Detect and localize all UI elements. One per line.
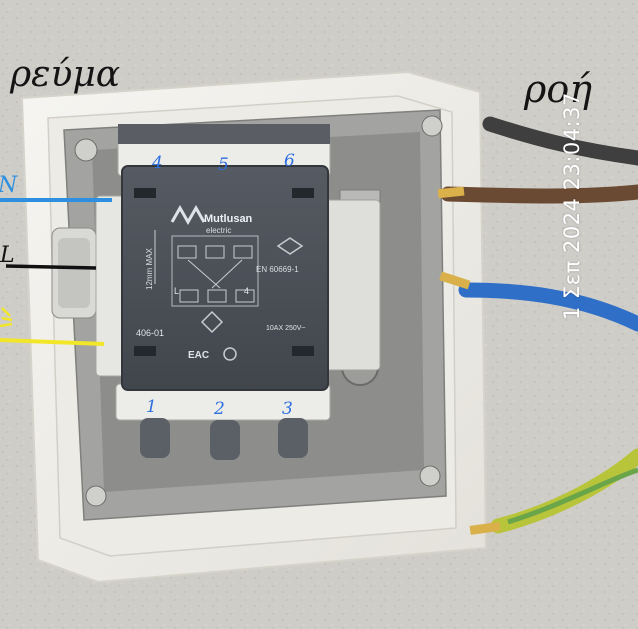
device-brand: Mutlusan bbox=[204, 213, 253, 225]
terminal-label-1: 1 bbox=[146, 397, 157, 417]
yellow-green-wire bbox=[469, 448, 638, 535]
terminal-label-2: 2 bbox=[213, 399, 225, 419]
device-standard: EN 60669-1 bbox=[256, 265, 299, 274]
terminal-label-3: 3 bbox=[282, 399, 293, 419]
annotation-n: N bbox=[0, 173, 18, 198]
diagram-label-4: 4 bbox=[244, 286, 249, 296]
device-certification: EAC bbox=[188, 350, 209, 361]
diagram-label-l: L bbox=[174, 286, 179, 296]
annotation-current: ρεύμα bbox=[9, 54, 120, 95]
device-brand-sub: electric bbox=[206, 226, 231, 235]
device-rating: 10AX 250V~ bbox=[266, 325, 306, 332]
terminal-label-6: 6 bbox=[284, 151, 295, 171]
terminal-label-5: 5 bbox=[218, 155, 229, 175]
annotation-l: L bbox=[0, 243, 15, 268]
annotation-l-line bbox=[5, 264, 97, 270]
terminal-label-4: 4 bbox=[151, 153, 163, 173]
annotation-flow: ροή bbox=[523, 67, 592, 111]
gray-wire bbox=[482, 116, 638, 166]
brown-wire bbox=[437, 184, 638, 204]
device-model: 406-01 bbox=[136, 328, 164, 338]
switch-mechanism bbox=[95, 124, 381, 460]
device-wire-gauge: 12mm MAX bbox=[145, 248, 154, 290]
photo-timestamp: 1 Σεπ 2024 23:04:37 bbox=[560, 92, 584, 320]
blue-wire bbox=[439, 271, 638, 332]
annotation-earth-line bbox=[0, 307, 105, 346]
